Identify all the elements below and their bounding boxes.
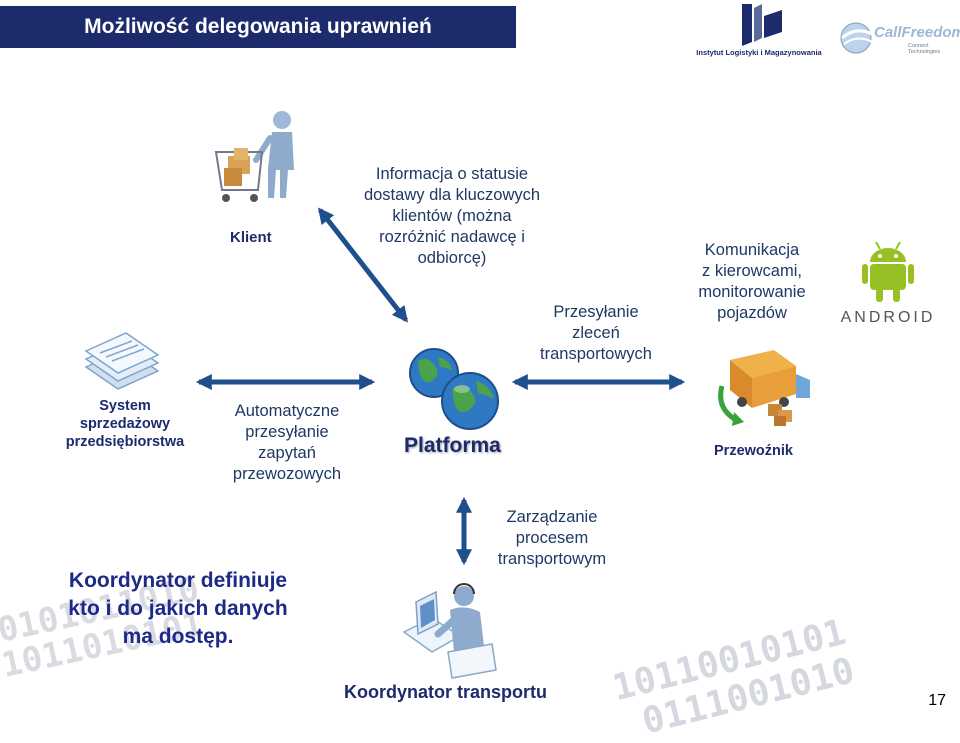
label-komunikacja-line1: Komunikacja: [704, 241, 800, 259]
label-komunikacja-line3: monitorowanie: [698, 283, 806, 301]
label-status-line3: klientów (można: [392, 207, 512, 225]
label-automatyczne: Automatyczne przesyłanie zapytań przewoz…: [214, 401, 360, 485]
callfreedom-tagline: Connect Technologies: [908, 43, 941, 55]
label-komunikacja-line2: z kierowcami,: [702, 262, 802, 280]
android-wordmark: ANDROID: [840, 309, 936, 326]
coordinator-note-line3: ma dostęp.: [122, 625, 234, 648]
klient-label: Klient: [230, 229, 272, 246]
ilim-logo: Instytut Logistyki i Magazynowania: [694, 2, 824, 60]
coordinator-note-line2: kto i do jakich danych: [68, 597, 288, 620]
label-zarzadzanie-line1: Zarządzanie: [506, 508, 598, 526]
label-zlecenia-line3: transportowych: [540, 345, 652, 363]
label-status-line5: odbiorcę): [417, 249, 487, 267]
ilim-caption: Instytut Logistyki i Magazynowania: [696, 48, 822, 57]
platforma-label: Platforma: [404, 434, 501, 457]
coordinator-note: Koordynator definiuje kto i do jakich da…: [40, 567, 316, 651]
title-bar: [0, 6, 516, 48]
label-status-line2: dostawy dla kluczowych: [363, 186, 541, 204]
page-number: 17: [928, 692, 946, 709]
system-label-line3: przedsiębiorstwa: [65, 434, 185, 450]
label-automatyczne-line3: zapytań: [258, 444, 316, 462]
przewoznik-label: Przewoźnik: [714, 443, 793, 459]
label-zlecenia-line1: Przesyłanie: [553, 303, 639, 321]
label-status-line4: rozróżnić nadawcę i: [379, 228, 525, 246]
label-zarzadzanie-line3: transportowym: [497, 550, 607, 568]
label-automatyczne-line2: przesyłanie: [245, 423, 329, 441]
label-komunikacja-line4: pojazdów: [717, 304, 787, 322]
system-label-line2: sprzedażowy: [79, 416, 171, 432]
label-zarzadzanie: Zarządzanie procesem transportowym: [482, 507, 622, 570]
globes-icon: [409, 348, 499, 430]
label-status-line1: Informacja o statusie: [375, 165, 529, 183]
label-komunikacja: Komunikacja z kierowcami, monitorowanie …: [682, 240, 822, 324]
system-label: System sprzedażowy przedsiębiorstwa: [56, 397, 194, 451]
label-automatyczne-line4: przewozowych: [232, 465, 342, 483]
android-robot-icon: [862, 241, 914, 302]
callfreedom-logo: CallFreedom Connect Technologies: [838, 20, 960, 58]
label-automatyczne-line1: Automatyczne: [234, 402, 340, 420]
operator-headset-icon: [402, 583, 497, 679]
slide-title: Możliwość delegowania uprawnień: [84, 15, 432, 38]
arrows-layer: [195, 207, 686, 566]
coordinator-note-line1: Koordynator definiuje: [68, 569, 288, 592]
koordynator-label: Koordynator transportu: [344, 682, 548, 702]
arrow-klient-platforma: [318, 207, 408, 323]
callfreedom-name: CallFreedom: [874, 24, 960, 41]
label-zarzadzanie-line2: procesem: [515, 529, 589, 547]
label-status-info: Informacja o statusie dostawy dla kluczo…: [340, 164, 564, 269]
system-label-line1: System: [99, 398, 151, 414]
documents-stack-icon: [84, 332, 160, 390]
shopping-cart-person-icon: [214, 111, 294, 202]
delivery-truck-icon: [718, 350, 810, 426]
label-zlecenia: Przesyłanie zleceń transportowych: [524, 302, 668, 365]
label-zlecenia-line2: zleceń: [572, 324, 620, 342]
callfreedom-globe-icon: [840, 22, 873, 54]
ilim-logo-icon: [742, 4, 782, 46]
